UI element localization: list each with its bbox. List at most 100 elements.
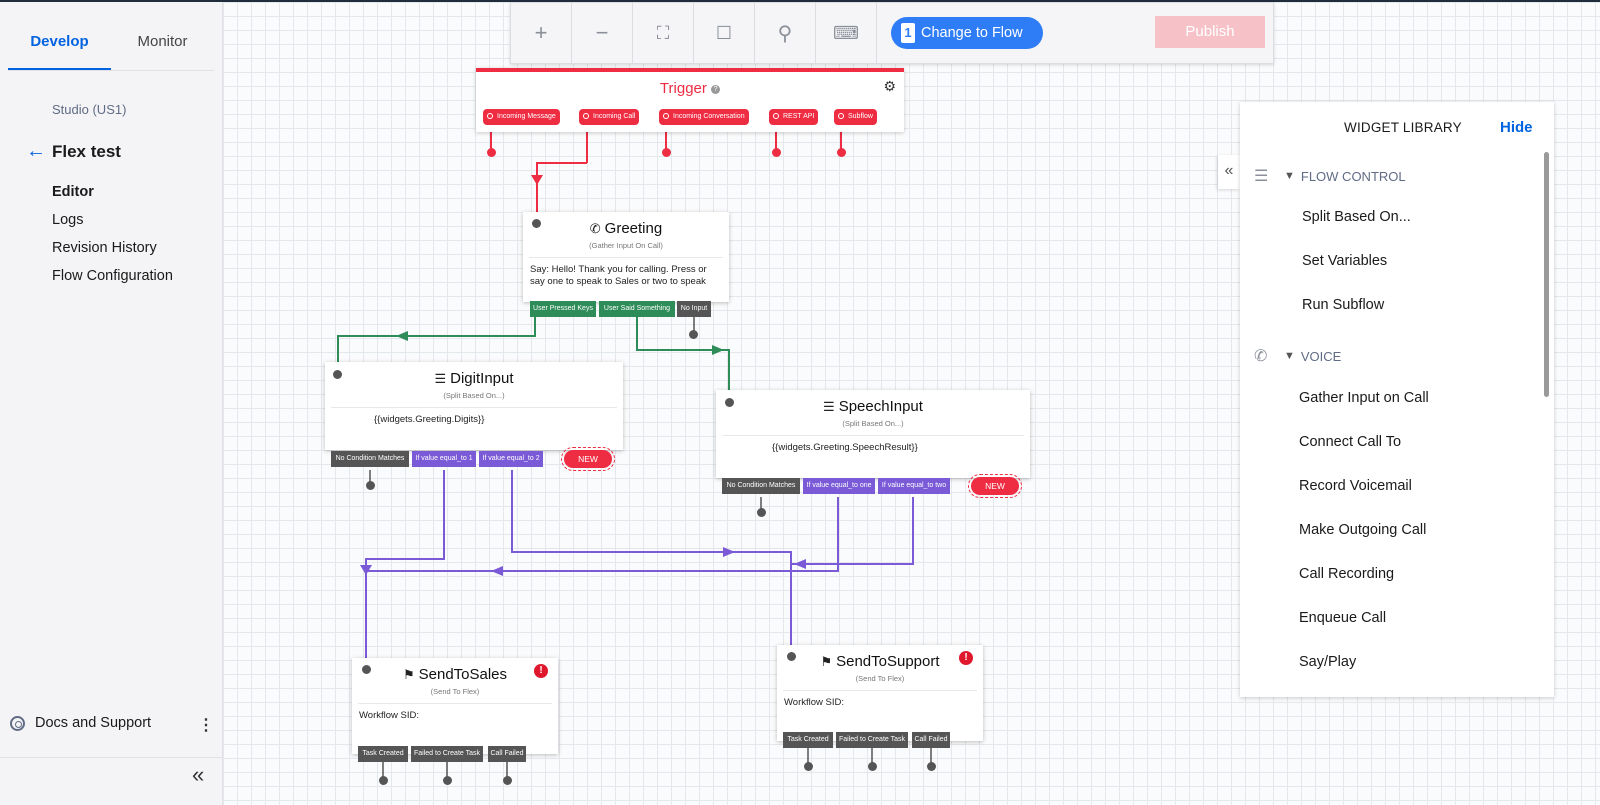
widget-send-to-support[interactable]: ⚑SendToSupport ! (Send To Flex) Workflow… [777,645,983,741]
error-icon[interactable]: ! [534,664,548,678]
phone-icon: ✆ [589,221,601,236]
studio-region-label: Studio (US1) [52,102,127,117]
widget-greeting[interactable]: ✆Greeting (Gather Input On Call) Say: He… [523,212,729,302]
publish-button[interactable]: Publish [1155,16,1265,48]
category-voice[interactable]: ✆ ▼ VOICE [1254,348,1342,365]
nav-revision-history[interactable]: Revision History [52,240,157,256]
transition-if-equal-two[interactable]: If value equal_to two [878,478,950,494]
transition-task-created[interactable]: Task Created [783,732,833,748]
transition-task-created[interactable]: Task Created [358,746,408,762]
tab-monitor[interactable]: Monitor [137,33,188,50]
minus-icon: − [595,20,609,45]
transition-no-condition-matches[interactable]: No Condition Matches [722,478,800,494]
transition-call-failed[interactable]: Call Failed [912,732,950,748]
endpoint-dot[interactable] [379,776,388,785]
endpoint-dot[interactable] [689,330,698,339]
widget-subtitle: (Split Based On...) [842,419,904,428]
input-dot[interactable] [787,652,796,661]
flow-control-icon: ☰ [1254,168,1269,185]
library-item-gather-input[interactable]: Gather Input on Call [1299,390,1429,406]
category-flow-control[interactable]: ☰ ▼ FLOW CONTROL [1254,168,1406,185]
nav-logs[interactable]: Logs [52,212,84,228]
widget-speech-input[interactable]: ☰SpeechInput (Split Based On...) {{widge… [716,390,1030,478]
trigger-endpoint[interactable] [662,148,671,157]
transition-failed-to-create-task[interactable]: Failed to Create Task [411,746,483,762]
widget-digit-input[interactable]: ☰DigitInput (Split Based On...) {{widget… [325,362,623,450]
help-icon[interactable]: ? [711,84,721,94]
endpoint-dot[interactable] [757,508,766,517]
widget-title: Greeting [604,220,663,237]
transition-if-equal-2[interactable]: If value equal_to 2 [479,451,543,467]
trigger-endpoint[interactable] [837,148,846,157]
search-button[interactable]: ⚲ [755,3,816,63]
hide-library-button[interactable]: Hide [1500,119,1533,136]
canvas-toolbar: + − ⛶ ☐ ⚲ ⌨ 1 Change to Flow Publish [510,2,1274,64]
trigger-rest-api[interactable]: REST API [769,109,819,125]
new-transition-button[interactable]: NEW [561,447,615,471]
library-item-connect-call[interactable]: Connect Call To [1299,434,1402,450]
transition-failed-to-create-task[interactable]: Failed to Create Task [836,732,908,748]
sidebar: Develop Monitor Studio (US1) ← Flex test… [0,2,223,805]
flex-icon: ⚑ [402,667,415,682]
transition-user-said-something[interactable]: User Said Something [599,301,675,317]
input-dot[interactable] [532,219,541,228]
zoom-out-button[interactable]: − [572,3,633,63]
new-transition-button[interactable]: NEW [968,474,1022,498]
trigger-incoming-message[interactable]: Incoming Message [483,109,560,125]
endpoint-dot[interactable] [804,762,813,771]
trigger-endpoint[interactable] [772,148,781,157]
endpoint-dot[interactable] [366,481,375,490]
endpoint-dot[interactable] [503,776,512,785]
bookmark-icon: ☐ [715,22,733,43]
keyboard-shortcuts-button[interactable]: ⌨ [816,3,877,63]
library-item-split-based-on[interactable]: Split Based On... [1302,209,1411,225]
widget-title: DigitInput [450,370,514,387]
input-dot[interactable] [362,665,371,674]
widget-send-to-sales[interactable]: ⚑SendToSales ! (Send To Flex) Workflow S… [352,658,558,754]
transition-if-equal-one[interactable]: If value equal_to one [803,478,875,494]
library-item-make-outgoing-call[interactable]: Make Outgoing Call [1299,522,1427,538]
input-dot[interactable] [725,398,734,407]
error-icon[interactable]: ! [959,651,973,665]
widget-subtitle: (Split Based On...) [443,391,505,400]
transition-if-equal-1[interactable]: If value equal_to 1 [412,451,476,467]
trigger-incoming-conversation[interactable]: Incoming Conversation [659,109,749,125]
nav-flow-configuration[interactable]: Flow Configuration [52,268,173,284]
endpoint-dot[interactable] [927,762,936,771]
library-item-enqueue-call[interactable]: Enqueue Call [1299,610,1387,626]
library-title: WIDGET LIBRARY [1344,120,1462,135]
library-item-run-subflow[interactable]: Run Subflow [1302,297,1385,313]
endpoint-dot[interactable] [868,762,877,771]
input-dot[interactable] [333,370,342,379]
back-arrow-icon[interactable]: ← [26,140,46,162]
library-scrollbar[interactable] [1544,152,1549,397]
nav-editor[interactable]: Editor [52,184,94,200]
split-icon: ☰ [823,399,835,414]
keyboard-icon: ⌨ [833,22,859,43]
trigger-subflow[interactable]: Subflow [834,109,877,125]
fit-screen-button[interactable]: ⛶ [633,3,694,63]
collapse-library-icon[interactable]: « [1218,155,1240,189]
trigger-incoming-call[interactable]: Incoming Call [579,109,640,125]
docs-and-support-link[interactable]: Docs and Support ⋮ [10,715,214,734]
library-item-say-play[interactable]: Say/Play [1299,654,1357,670]
zoom-in-button[interactable]: + [511,3,572,63]
library-item-call-recording[interactable]: Call Recording [1299,566,1395,582]
transition-user-pressed-keys[interactable]: User Pressed Keys [530,301,596,317]
change-to-flow-button[interactable]: 1 Change to Flow [891,17,1043,49]
transition-no-condition-matches[interactable]: No Condition Matches [331,451,409,467]
library-item-set-variables[interactable]: Set Variables [1302,253,1388,269]
library-item-record-voicemail[interactable]: Record Voicemail [1299,478,1412,494]
widget-title: SendToSupport [836,653,940,670]
tab-develop[interactable]: Develop [8,20,111,70]
trigger-endpoint[interactable] [487,148,496,157]
transition-call-failed[interactable]: Call Failed [488,746,526,762]
endpoint-dot[interactable] [443,776,452,785]
trigger-widget[interactable]: Trigger ? ⚙ Incoming Message Incoming Ca… [476,68,904,132]
more-options-icon[interactable]: ⋮ [198,717,214,734]
collapse-sidebar-icon[interactable]: « [192,762,205,787]
caret-down-icon: ▼ [1284,350,1295,362]
gear-icon[interactable]: ⚙ [883,78,896,94]
transition-no-input[interactable]: No Input [677,301,711,317]
bookmark-button[interactable]: ☐ [694,3,755,63]
